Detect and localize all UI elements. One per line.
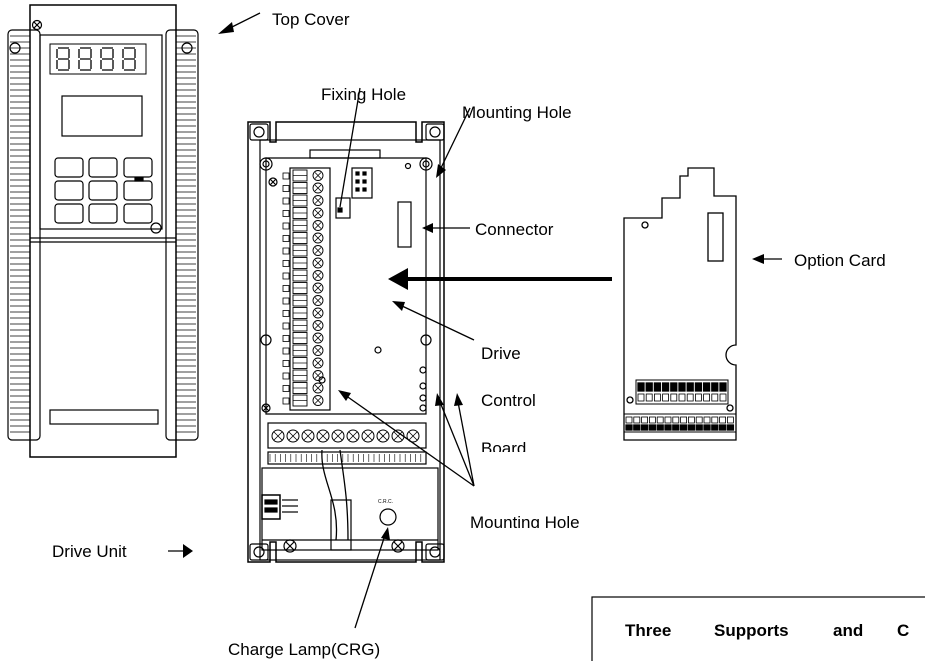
led-display — [49, 43, 147, 75]
seven-segment-digits — [56, 47, 136, 71]
arrow-head-icon — [183, 544, 193, 558]
label-board: Board — [481, 439, 526, 458]
arrow-head-icon — [752, 254, 764, 264]
arrow-head-icon — [381, 527, 390, 540]
keypad-panel — [39, 34, 163, 230]
cover-body — [29, 4, 177, 458]
arrow-head-icon — [338, 390, 351, 401]
note-word-4: C — [897, 621, 909, 640]
drive-unit: C.R.C. — [247, 121, 445, 563]
label-fixing-hole: Fixing Hole — [321, 85, 406, 104]
label-control: Control — [481, 391, 536, 410]
label-drive: Drive — [481, 344, 521, 363]
left-fins — [7, 29, 41, 441]
label-mounting-hole-bottom: Mounting Hole — [470, 513, 580, 532]
option-card — [623, 167, 737, 441]
note-box: Three Supports and C — [591, 596, 925, 661]
screw-icon — [181, 42, 193, 54]
arrow-head-icon — [454, 393, 463, 406]
arrow-head-icon — [392, 301, 405, 311]
note-word-3: and — [833, 621, 863, 640]
note-word-1: Three — [625, 621, 671, 640]
control-board — [265, 157, 427, 415]
labels: Top Cover Fixing Hole Mounting Hole Conn… — [52, 10, 886, 659]
note-word-2: Supports — [714, 621, 789, 640]
label-charge-lamp: Charge Lamp(CRG) — [228, 640, 380, 659]
top-cover-unit — [7, 4, 199, 458]
option-card-connector — [707, 212, 724, 262]
option-card-outline — [623, 167, 737, 441]
terminal-strip — [282, 167, 331, 411]
label-option-card: Option Card — [794, 251, 886, 270]
leader-lines — [168, 12, 782, 629]
arrow-head-icon — [422, 223, 433, 233]
option-connector-slot — [397, 201, 412, 248]
keypad-buttons — [54, 157, 153, 224]
screw-icon — [9, 42, 21, 54]
label-top-cover: Top Cover — [272, 10, 350, 29]
arrow-head-icon — [435, 393, 444, 406]
lcd-window — [61, 95, 143, 137]
chassis-outline — [247, 121, 445, 563]
right-fins — [165, 29, 199, 441]
label-connector: Connector — [475, 220, 554, 239]
arrow-head-icon — [436, 164, 446, 178]
insertion-arrow-icon — [388, 268, 408, 290]
label-mounting-hole-top: Mounting Hole — [462, 103, 572, 122]
screw-icon — [150, 222, 162, 234]
label-drive-unit: Drive Unit — [52, 542, 127, 561]
small-connector — [351, 167, 373, 199]
ribbon-connector — [309, 149, 381, 159]
main-terminal-block — [267, 422, 427, 449]
power-cable — [321, 449, 338, 541]
screw-icon — [31, 19, 43, 31]
name-plate-slot — [49, 409, 159, 425]
charge-lamp-icon — [379, 508, 397, 526]
arrow-head-icon — [218, 22, 234, 34]
board-mark: C.R.C. — [378, 499, 393, 505]
